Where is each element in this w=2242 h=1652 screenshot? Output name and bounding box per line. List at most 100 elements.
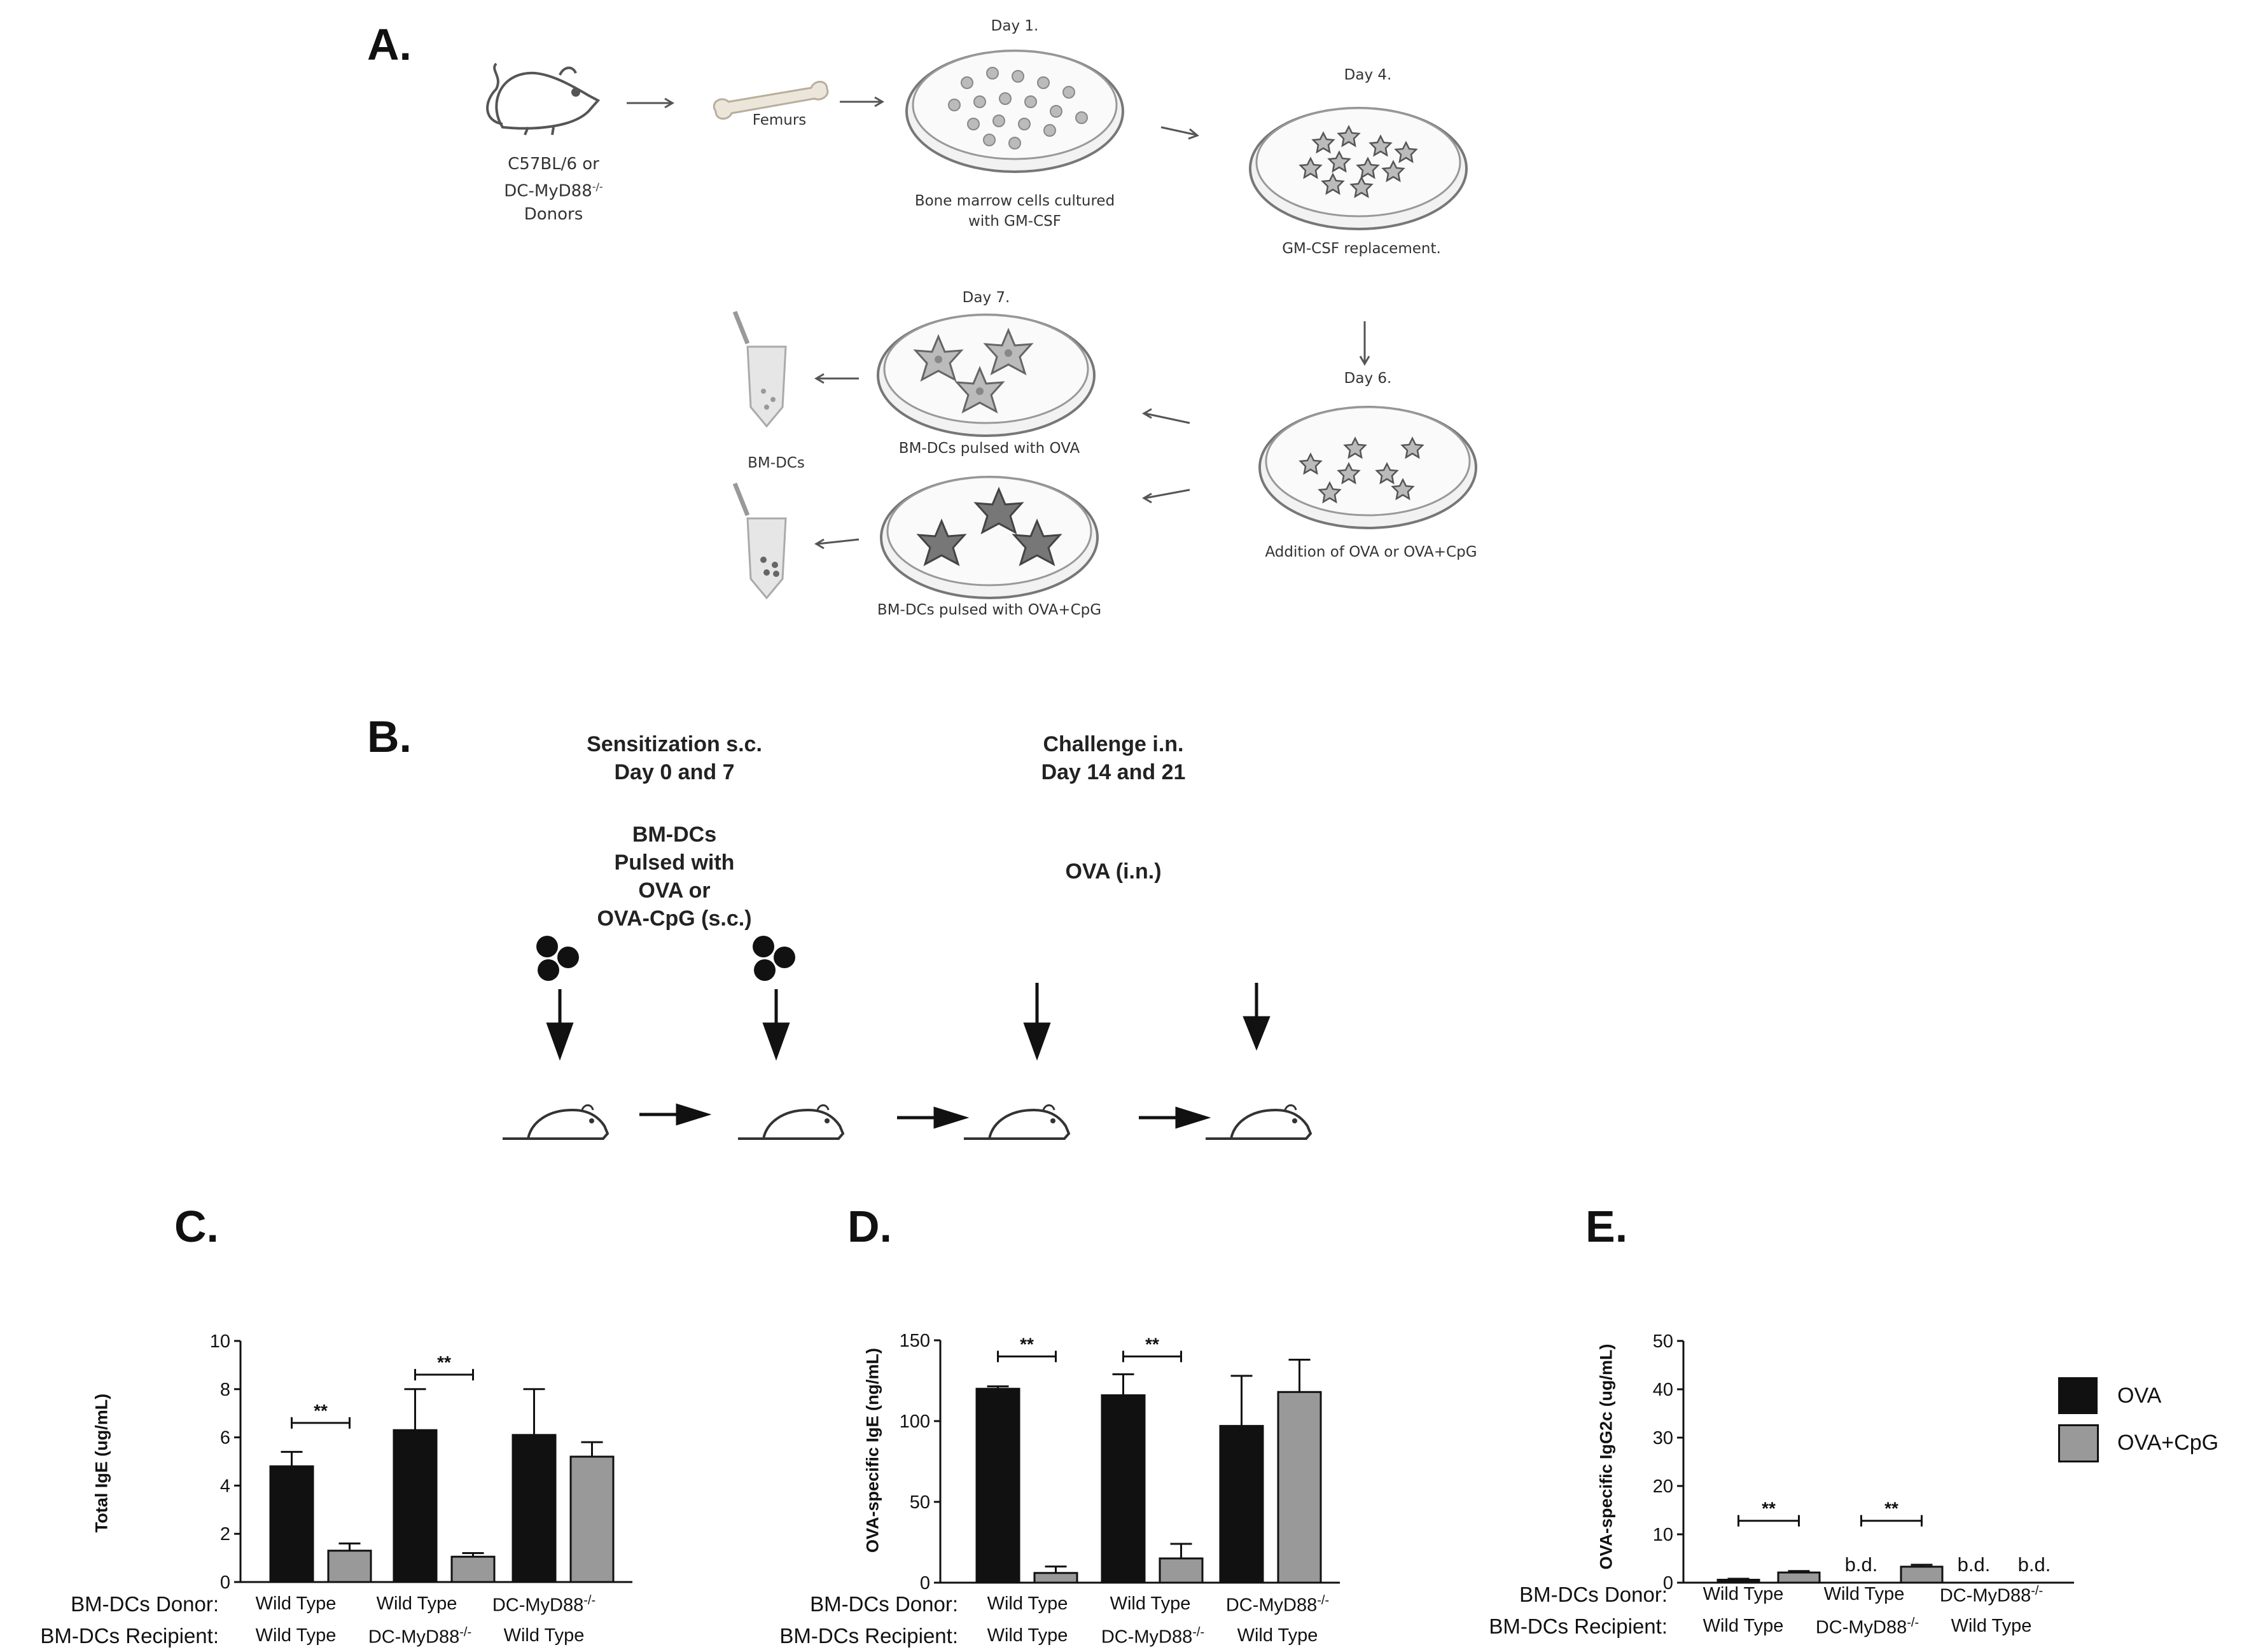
chart-e-ytick-label: 30 — [1653, 1428, 1673, 1448]
chart-c-donor-3-text: DC-MyD88 — [492, 1595, 584, 1616]
chart-c-sig-label: ** — [314, 1401, 328, 1420]
femurs-label: Femurs — [752, 112, 807, 128]
chart-d-recipient-3: Wild Type — [1237, 1625, 1318, 1646]
pulse-line2: Pulsed with — [614, 850, 735, 875]
chart-c-recipient-2: DC-MyD88-/- — [356, 1625, 484, 1648]
chal-line2: Day 14 and 21 — [1041, 760, 1186, 784]
day6-label: Day 6. — [1344, 370, 1392, 387]
day6-caption: Addition of OVA or OVA+CpG — [1265, 544, 1477, 560]
chart-c-sig-label: ** — [437, 1352, 451, 1372]
chart-c-bar — [569, 1455, 615, 1583]
day1-caption-line2: with GM-CSF — [968, 213, 1061, 230]
chart-c-ytick-label: 0 — [220, 1572, 230, 1593]
chart-c-bar — [450, 1555, 496, 1583]
chart-d-sig-label: ** — [1020, 1334, 1034, 1354]
chart-d-donor-3-text: DC-MyD88 — [1225, 1595, 1318, 1616]
chart-e-donor-1: Wild Type — [1702, 1584, 1784, 1604]
cells-icon-2 — [753, 936, 795, 981]
schematic-a — [486, 50, 1477, 600]
chart-e-donor-3: DC-MyD88-/- — [1928, 1584, 2055, 1607]
right-arrows — [639, 1103, 1211, 1129]
chart-d-recipient-2: DC-MyD88-/- — [1089, 1625, 1216, 1648]
chart-e-ytick-label: 40 — [1653, 1380, 1673, 1400]
chart-e-bd-label: b.d. — [1845, 1553, 1878, 1576]
chart-d-bar — [975, 1387, 1020, 1584]
panel-label-e: E. — [1585, 1202, 1628, 1251]
chart-e-recipient-2-text: DC-MyD88 — [1815, 1617, 1907, 1638]
day4-caption: GM-CSF replacement. — [1282, 240, 1441, 257]
chart-d-donor-3: DC-MyD88-/- — [1214, 1593, 1341, 1616]
chart-e-ylabel: OVA-specific IgG2c (ug/mL) — [1596, 1343, 1616, 1570]
cells-icon-1 — [536, 936, 579, 981]
chart-e-donor-3-text: DC-MyD88 — [1939, 1585, 2031, 1606]
sens-line2: Day 0 and 7 — [614, 760, 735, 784]
chart-e-bd-label: b.d. — [2018, 1553, 2051, 1576]
chart-c-recipient-2-sup: -/- — [459, 1625, 472, 1639]
day1-caption-line1: Bone marrow cells cultured — [914, 193, 1115, 209]
chart-d-donor-2: Wild Type — [1110, 1593, 1191, 1614]
chart-d-ylabel: OVA-specific IgE (ng/mL) — [863, 1347, 882, 1553]
chart-c-ytick-label: 8 — [220, 1380, 230, 1400]
pulse-label: BM-DCs Pulsed with OVA or OVA-CpG (s.c.) — [547, 821, 802, 933]
recipient-row-label-c: BM-DCs Recipient: — [40, 1624, 219, 1648]
chart-e-bd-label: b.d. — [1958, 1553, 1991, 1576]
chart-e-sig-label: ** — [1762, 1499, 1776, 1518]
chart-d-bar — [1101, 1394, 1146, 1584]
donor-row-label-c: BM-DCs Donor: — [71, 1592, 219, 1616]
legend-label-ova: OVA — [2117, 1384, 2162, 1408]
chart-e-donor-2: Wild Type — [1823, 1584, 1905, 1604]
chart-e-ytick-label: 0 — [1663, 1573, 1673, 1593]
chart-d-bar — [1159, 1557, 1204, 1584]
down-arrows — [546, 983, 1271, 1061]
chart-e-recipient-1: Wild Type — [1702, 1616, 1784, 1636]
chart-e-donor-3-sup: -/- — [2031, 1584, 2044, 1598]
ova-in-label: OVA (i.n.) — [1065, 859, 1162, 884]
chal-line1: Challenge i.n. — [1043, 732, 1184, 756]
chart-c-bar — [512, 1434, 557, 1583]
chart-c-bar — [393, 1429, 438, 1583]
chart-e-bar — [1900, 1565, 1944, 1584]
chart-c-ytick-label: 4 — [220, 1476, 230, 1496]
chart-c-bar — [269, 1465, 314, 1583]
chart-c-ytick-label: 2 — [220, 1524, 230, 1544]
donor-line2: DC-MyD88 — [504, 181, 592, 201]
legend-swatch-ova — [2058, 1377, 2098, 1414]
pulsed-ovacpg-caption: BM-DCs pulsed with OVA+CpG — [877, 602, 1102, 618]
day1-label: Day 1. — [991, 18, 1039, 34]
petri-dish-day4-icon — [1249, 107, 1468, 230]
chart-e-bar — [1777, 1571, 1821, 1584]
chart-c-donor-2: Wild Type — [376, 1593, 457, 1614]
panel-label-c: C. — [174, 1202, 219, 1251]
legend-swatch-ovacpg — [2058, 1424, 2099, 1462]
pulsed-ova-caption: BM-DCs pulsed with OVA — [898, 440, 1080, 457]
chart-c-donor-1: Wild Type — [255, 1593, 337, 1614]
charts-svg: 0246810****050100150****01020304050b.d.b… — [210, 1331, 2074, 1593]
chart-d-recipient-2-text: DC-MyD88 — [1101, 1627, 1193, 1648]
chart-e-ytick-label: 50 — [1653, 1331, 1673, 1352]
sens-line1: Sensitization s.c. — [587, 732, 762, 756]
chart-d-ytick-label: 50 — [910, 1492, 930, 1513]
donor-line3: Donors — [524, 204, 583, 224]
schematic-b — [501, 936, 1312, 1140]
sensitization-label: Sensitization s.c. Day 0 and 7 — [547, 730, 802, 786]
chart-c-ylabel: Total IgE (ug/mL) — [92, 1393, 111, 1533]
chart-d-ytick-label: 100 — [900, 1412, 930, 1432]
legend-label-ovacpg: OVA+CpG — [2117, 1431, 2219, 1455]
chart-c-ytick-label: 6 — [220, 1428, 230, 1448]
chart-d-bar — [1277, 1391, 1322, 1584]
chart-e-bar — [1716, 1578, 1760, 1584]
recipient-row-label-e: BM-DCs Recipient: — [1489, 1614, 1668, 1638]
petri-dish-day1-icon — [905, 50, 1124, 173]
pulse-line3: OVA or — [638, 878, 711, 903]
recipient-row-label-d: BM-DCs Recipient: — [779, 1624, 958, 1648]
petri-dish-day6-icon — [1258, 406, 1477, 529]
chart-c-recipient-1: Wild Type — [255, 1625, 337, 1646]
chart-d-bar — [1219, 1425, 1264, 1584]
chart-e-sig-label: ** — [1884, 1499, 1898, 1518]
panel-label-d: D. — [847, 1202, 892, 1251]
chart-c-donor-3-sup: -/- — [583, 1593, 596, 1607]
legend: OVA OVA+CpG — [2058, 1377, 2239, 1466]
mouse-donor-icon — [486, 62, 601, 135]
bmdcs-label: BM-DCs — [748, 455, 805, 471]
femur-icon — [713, 81, 829, 120]
